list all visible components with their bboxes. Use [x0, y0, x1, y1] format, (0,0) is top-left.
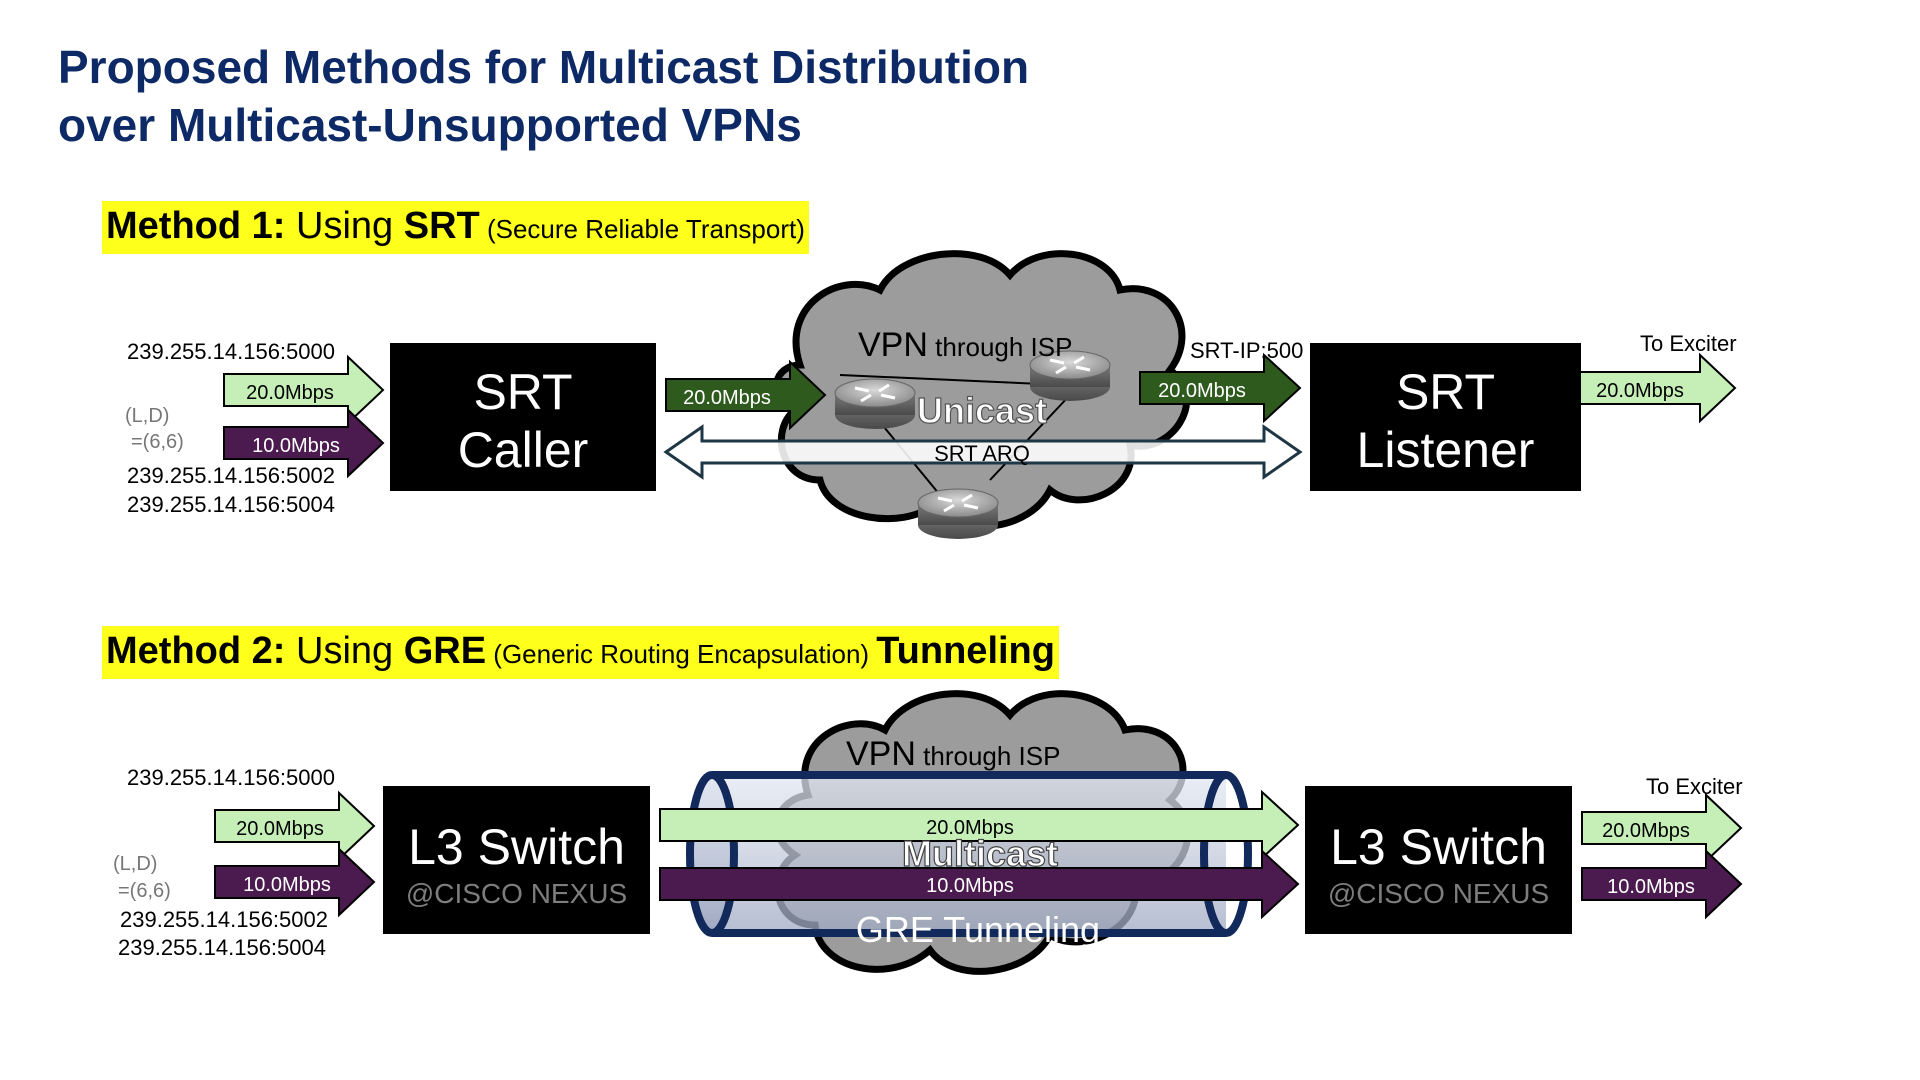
- tunnel-pipe-icon: [686, 771, 1252, 937]
- m1-in-purple-label: 10.0Mbps: [252, 435, 340, 457]
- m1-src-addr-2: 239.255.14.156:5002: [127, 463, 335, 488]
- block-arrow-icon: [223, 407, 385, 479]
- m2-in-green-label: 20.0Mbps: [236, 818, 324, 840]
- cloud2-label: VPN through ISP: [846, 735, 1060, 773]
- m2-src-addr-1: 239.255.14.156:5000: [127, 765, 335, 790]
- m2-ld-value: =(6,6): [118, 880, 171, 902]
- m2-src-addr-2: 239.255.14.156:5002: [120, 907, 328, 932]
- block-arrow-icon: [1581, 848, 1743, 920]
- multicast-label: Multicast: [902, 833, 1058, 874]
- method2-heading: Method 2: Using GRE (Generic Routing Enc…: [102, 626, 1059, 679]
- srt-ip-label: SRT-IP:500: [1190, 338, 1304, 363]
- m1-mid-right-label: 20.0Mbps: [1158, 380, 1246, 402]
- srt-listener-box: SRT Listener: [1310, 343, 1581, 491]
- m1-ld-value: =(6,6): [131, 431, 184, 453]
- method1-heading-acronym: SRT: [403, 205, 480, 247]
- m2-in-purple-label: 10.0Mbps: [243, 874, 331, 896]
- m1-mid-left-label: 20.0Mbps: [683, 387, 771, 409]
- m1-exciter-label: To Exciter: [1640, 331, 1737, 356]
- l3-switch-right-line1: L3 Switch: [1330, 819, 1547, 875]
- method2-heading-tail: Tunneling: [876, 630, 1055, 672]
- block-arrow-icon: [665, 359, 827, 431]
- router-icon: [917, 488, 999, 539]
- method1-heading: Method 1: Using SRT (Secure Reliable Tra…: [102, 201, 809, 254]
- block-arrow-icon: [223, 354, 385, 426]
- m2-out-purple-label: 10.0Mbps: [1607, 876, 1695, 898]
- method1-heading-paren: (Secure Reliable Transport): [479, 214, 805, 244]
- block-arrow-icon: [659, 789, 1300, 861]
- block-arrow-icon: [1575, 352, 1737, 424]
- method2-heading-acronym: GRE: [403, 630, 487, 672]
- srt-caller-box: SRT Caller: [390, 343, 656, 491]
- block-arrow-icon: [1139, 352, 1302, 424]
- m2-src-addr-3: 239.255.14.156:5004: [118, 935, 326, 960]
- link-line: [839, 374, 1066, 386]
- method2-heading-paren: (Generic Routing Encapsulation): [486, 639, 877, 669]
- method2-heading-mid: Using: [285, 630, 404, 672]
- m2-tunnel-green-label: 20.0Mbps: [926, 817, 1014, 839]
- l3-switch-right-box: L3 Switch @CISCO NEXUS: [1305, 786, 1572, 934]
- srt-caller-line1: SRT: [473, 364, 573, 420]
- cloud1-label: VPN through ISP: [858, 326, 1072, 364]
- m2-exciter-label: To Exciter: [1646, 774, 1743, 799]
- method2-heading-bold: Method 2:: [106, 630, 286, 672]
- link-line: [989, 394, 1071, 481]
- title-line-2: over Multicast-Unsupported VPNs: [58, 99, 802, 151]
- l3-switch-left-line2: @CISCO NEXUS: [405, 878, 628, 909]
- method1-heading-bold: Method 1:: [106, 205, 286, 247]
- title-line-1: Proposed Methods for Multicast Distribut…: [58, 41, 1030, 93]
- l3-switch-left-line1: L3 Switch: [408, 819, 625, 875]
- router-icon: [1029, 350, 1111, 401]
- srt-caller-line2: Caller: [457, 422, 589, 478]
- router-icon: [834, 378, 916, 429]
- m1-out-label: 20.0Mbps: [1596, 380, 1684, 402]
- m2-out-green-label: 20.0Mbps: [1602, 820, 1690, 842]
- arq-label: SRT ARQ: [934, 441, 1030, 466]
- m1-src-addr-1: 239.255.14.156:5000: [127, 339, 335, 364]
- double-arrow-icon: [663, 424, 1303, 480]
- m1-in-green-label: 20.0Mbps: [246, 382, 334, 404]
- block-arrow-icon: [214, 846, 376, 918]
- srt-listener-line2: Listener: [1356, 422, 1535, 478]
- method1-heading-mid: Using: [285, 205, 404, 247]
- m2-tunnel-purple-label: 10.0Mbps: [926, 875, 1014, 897]
- block-arrow-icon: [659, 848, 1300, 920]
- unicast-label: Unicast: [917, 390, 1047, 431]
- block-arrow-icon: [1581, 792, 1743, 864]
- l3-switch-right-line2: @CISCO NEXUS: [1327, 878, 1550, 909]
- m1-ld-label: (L,D): [125, 405, 170, 427]
- l3-switch-left-box: L3 Switch @CISCO NEXUS: [383, 786, 650, 934]
- page-title: Proposed Methods for Multicast Distribut…: [58, 38, 1158, 154]
- m2-ld-label: (L,D): [113, 853, 158, 875]
- gre-tunneling-label: GRE Tunneling: [856, 909, 1100, 950]
- srt-listener-line1: SRT: [1395, 364, 1496, 420]
- m1-src-addr-3: 239.255.14.156:5004: [127, 492, 335, 517]
- block-arrow-icon: [214, 790, 376, 862]
